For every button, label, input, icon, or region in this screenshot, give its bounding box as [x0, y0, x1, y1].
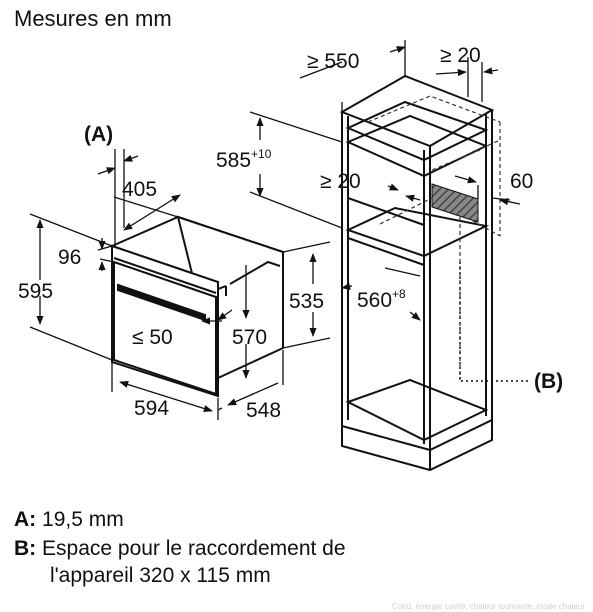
dim-595: 595 — [18, 280, 53, 303]
page-title: Mesures en mm — [14, 6, 172, 31]
oven — [109, 215, 286, 398]
dim-60: 60 — [510, 170, 533, 193]
legend-a-text: 19,5 mm — [42, 508, 124, 531]
ventilation-slot — [431, 183, 479, 223]
dim-570: 570 — [232, 326, 267, 349]
dim-ge-20-top: ≥ 20 — [440, 44, 481, 67]
cabinet-dimensions — [249, 40, 521, 321]
dimension-labels: (A) 405 96 595 ≤ 50 570 594 548 535 ≥ 55… — [18, 44, 563, 422]
dim-585-tolerance: +10 — [251, 147, 272, 161]
b-marker: (B) — [534, 370, 563, 393]
dim-ge-550: ≥ 550 — [307, 50, 359, 73]
legend-a: A: 19,5 mm — [14, 508, 124, 532]
dim-594: 594 — [134, 397, 169, 420]
svg-text:560+8: 560+8 — [357, 287, 406, 312]
dim-585: 585 — [216, 149, 251, 172]
dim-ge-20-mid: ≥ 20 — [320, 170, 361, 193]
oven-dimensions — [29, 149, 331, 420]
a-marker: (A) — [84, 123, 113, 146]
dim-548: 548 — [246, 399, 281, 422]
legend-b-line2: l'appareil 320 x 115 mm — [50, 564, 271, 588]
dim-96: 96 — [58, 246, 81, 269]
dim-le-50: ≤ 50 — [132, 326, 173, 349]
dim-405: 405 — [122, 178, 157, 201]
legend-a-key: A: — [14, 508, 37, 531]
legend-b: B: Espace pour le raccordement de — [14, 537, 346, 561]
tall-cabinet — [339, 74, 495, 472]
dim-560: 560 — [357, 289, 392, 312]
b-leader-line — [459, 262, 530, 382]
dim-560-tolerance: +8 — [392, 287, 406, 301]
legend-b-key: B: — [14, 537, 37, 560]
legend-b-text-line2: l'appareil 320 x 115 mm — [50, 564, 271, 587]
watermark: Cond. énergie cavité, chaleur tournante,… — [391, 602, 585, 611]
legend-b-text-line1: Espace pour le raccordement de — [42, 537, 346, 560]
dim-535: 535 — [289, 290, 324, 313]
svg-text:585+10: 585+10 — [216, 147, 272, 172]
